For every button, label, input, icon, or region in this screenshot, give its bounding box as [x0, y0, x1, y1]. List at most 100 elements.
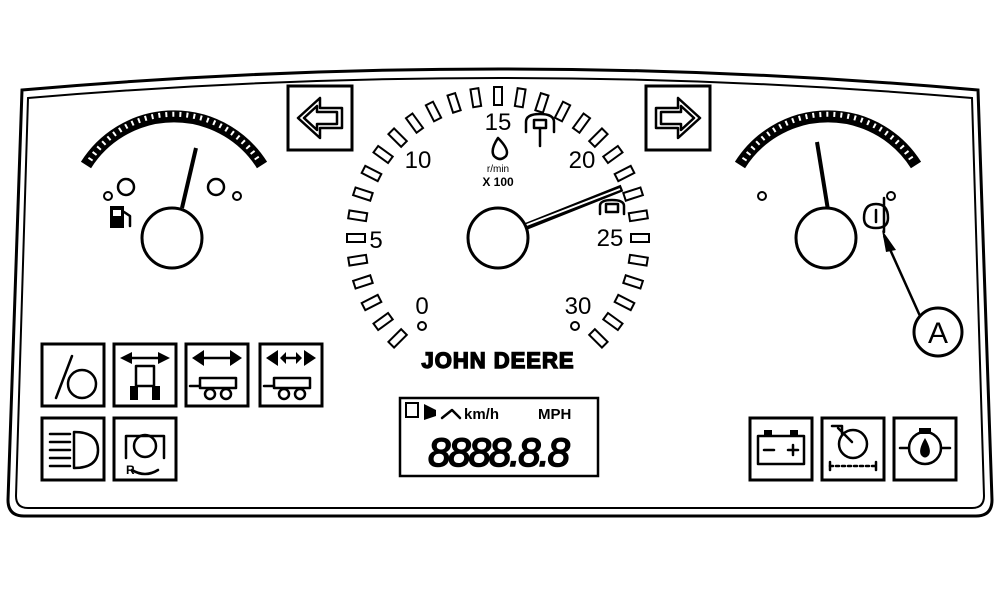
tach-tick-mark: [587, 126, 610, 149]
tach-tick-mark: [351, 186, 374, 202]
tachometer: 0 5 10 15 20 25 30 r/min X 100 JOHN DEER…: [346, 86, 650, 374]
tach-tick-mark: [627, 253, 649, 267]
tachometer-hub: [466, 206, 530, 270]
tach-tick-mark: [372, 311, 395, 332]
panel-outer-outline: [6, 67, 994, 518]
tach-tick-mark: [613, 164, 636, 183]
oil-pressure-icon: [898, 428, 952, 466]
lcd-horn-icon: [424, 404, 436, 420]
brand-logo-text: JOHN DEERE: [421, 348, 574, 373]
tach-tick-mark: [404, 112, 425, 135]
tach-tick-mark: [513, 87, 527, 109]
lcd-digits: 8888.8.8: [428, 431, 570, 475]
fuel-gauge-marker-high: [232, 191, 242, 201]
engine-oil-level-icon: [491, 136, 509, 161]
left-turn-indicator: [286, 84, 354, 152]
tach-tick-mark: [571, 112, 592, 135]
pto-speed-icon: [598, 198, 626, 216]
trailer-double-turn-icon: [262, 350, 316, 401]
left-indicator-lamps: R: [40, 342, 324, 482]
tach-tick-mark: [346, 233, 366, 243]
tach-tick-mark: [347, 253, 369, 267]
panel-inner-outline: [14, 77, 986, 509]
fuel-gauge-marker-full: [206, 177, 226, 197]
tach-tick-mark: [372, 144, 395, 165]
tach-tick-mark: [493, 86, 503, 106]
tach-marker-30: [570, 321, 580, 331]
lamp-mfwd: [112, 342, 178, 408]
lamp-trailer-double: [258, 342, 324, 408]
fuel-gauge-marker-low: [103, 191, 113, 201]
tach-tick-mark: [630, 233, 650, 243]
fuel-gauge-marker-empty: [116, 177, 136, 197]
coolant-gauge-marker-hot: [886, 191, 896, 201]
lcd-display: km/h MPH 8888.8.8: [398, 396, 600, 478]
tach-tick-mark: [424, 100, 443, 123]
tach-label-10: 10: [405, 147, 432, 174]
right-arrow-icon: [654, 96, 702, 140]
lamp-battery: [748, 416, 814, 482]
tach-tick-mark: [386, 126, 409, 149]
tach-tick-mark: [360, 293, 383, 312]
tach-tick-mark: [613, 293, 636, 312]
right-turn-indicator: [644, 84, 712, 152]
tach-tick-mark: [587, 327, 610, 350]
tach-label-20: 20: [569, 147, 596, 174]
callout-label: A: [928, 317, 948, 350]
tach-tick-mark: [534, 91, 550, 114]
right-indicator-lamps: [748, 416, 958, 482]
coolant-gauge-needle: [815, 141, 830, 211]
tach-tick-mark: [622, 186, 645, 202]
tach-tick-mark: [360, 164, 383, 183]
coolant-gauge-hub: [794, 206, 858, 270]
lamp-air-filter: [820, 416, 886, 482]
coolant-temperature-icon: [862, 196, 890, 234]
tach-tick-mark: [351, 274, 374, 290]
tach-tick-mark: [627, 209, 649, 223]
coolant-temperature-gauge: A: [734, 110, 964, 358]
transmission-reverse-icon: R: [124, 433, 166, 477]
lcd-unit-kmh: km/h: [464, 406, 499, 423]
callout-circle: [912, 306, 964, 358]
mfwd-icon: [120, 352, 170, 400]
trailer-turn-icon: [188, 350, 242, 401]
tach-label-30: 30: [565, 293, 592, 320]
tach-marker-0: [417, 321, 427, 331]
callout-arrowhead: [882, 230, 896, 252]
lamp-parking-brake: [40, 342, 106, 408]
fuel-gauge: [80, 110, 268, 270]
tach-multiplier: X 100: [482, 175, 514, 189]
tach-tick-mark: [446, 91, 462, 114]
left-arrow-icon: [296, 96, 344, 140]
high-beam-icon: [48, 430, 100, 470]
lamp-high-beam: [40, 416, 106, 482]
pto-engaged-icon: [524, 112, 556, 148]
fuel-gauge-hub: [140, 206, 204, 270]
tach-tick-mark: [553, 100, 572, 123]
tach-label-15: 15: [485, 109, 512, 136]
tach-tick-mark: [601, 311, 624, 332]
lcd-trip-icon: [440, 408, 462, 420]
air-filter-icon: [828, 424, 878, 472]
fuel-pump-icon: [110, 206, 132, 228]
tach-unit: r/min: [487, 164, 509, 175]
coolant-gauge-marker-cold: [757, 191, 767, 201]
tach-label-25: 25: [597, 225, 624, 252]
lcd-fuel-icon: [405, 402, 419, 418]
tach-tick-mark: [469, 87, 483, 109]
tach-tick-mark: [601, 144, 624, 165]
tach-tick-mark: [347, 209, 369, 223]
lamp-transmission-reverse: R: [112, 416, 178, 482]
fuel-gauge-needle: [180, 147, 198, 209]
transmission-reverse-glyph: R: [126, 463, 135, 477]
tach-tick-mark: [622, 274, 645, 290]
tach-label-5: 5: [369, 227, 382, 254]
battery-icon: [756, 430, 806, 466]
lcd-unit-mph: MPH: [538, 406, 571, 423]
lamp-oil-pressure: [892, 416, 958, 482]
tachometer-tick-marks: [346, 86, 650, 350]
tach-label-0: 0: [415, 293, 428, 320]
lamp-trailer-single: [184, 342, 250, 408]
tach-tick-mark: [386, 327, 409, 350]
